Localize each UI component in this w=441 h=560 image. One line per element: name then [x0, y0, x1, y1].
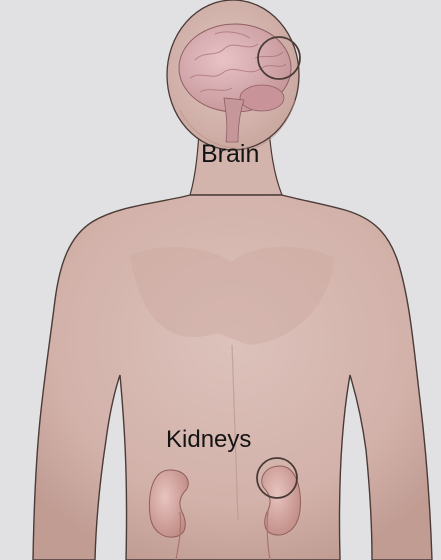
cerebellum — [240, 85, 284, 111]
kidneys-label: Kidneys — [166, 426, 251, 454]
brain-label: Brain — [201, 140, 259, 169]
torso — [33, 195, 432, 560]
